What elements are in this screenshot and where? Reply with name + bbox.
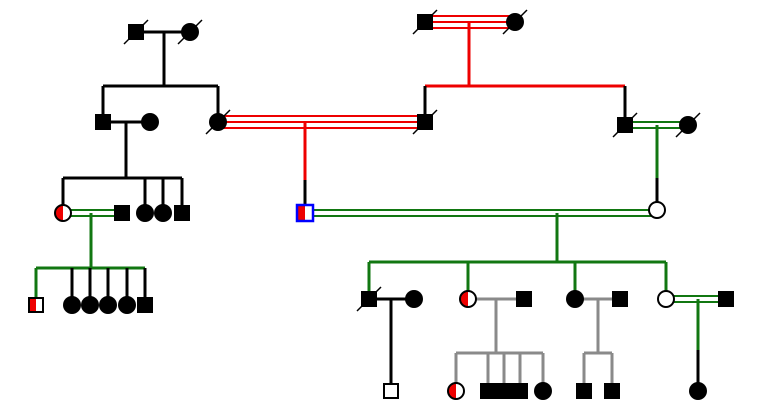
female-affected[interactable] <box>99 296 117 314</box>
female-unaffected[interactable] <box>648 201 666 219</box>
female-affected[interactable] <box>118 296 136 314</box>
female-affected[interactable] <box>566 290 584 308</box>
male-affected[interactable] <box>480 383 496 399</box>
male-affected[interactable] <box>612 291 628 307</box>
line-couple-g2-left <box>61 120 184 213</box>
male-carrier-red[interactable] <box>28 297 44 313</box>
male-affected[interactable] <box>718 291 734 307</box>
male-unaffected[interactable] <box>383 383 399 399</box>
line-couple-g1-left <box>101 30 220 122</box>
line-couple-g1-right <box>423 15 627 125</box>
male-affected[interactable] <box>137 297 153 313</box>
female-affected[interactable] <box>405 290 423 308</box>
male-affected-deceased[interactable] <box>412 109 438 135</box>
male-affected[interactable] <box>95 114 111 130</box>
male-affected[interactable] <box>604 383 620 399</box>
female-affected-deceased[interactable] <box>177 19 203 45</box>
pedigree-lines <box>34 15 726 391</box>
pedigree-individuals <box>28 9 734 400</box>
proband-male-carrier[interactable] <box>295 203 315 223</box>
line-couple-g4-3 <box>575 297 620 391</box>
female-carrier-red[interactable] <box>459 290 477 308</box>
female-affected-deceased[interactable] <box>205 109 231 135</box>
female-affected-deceased[interactable] <box>675 112 701 138</box>
female-affected[interactable] <box>689 382 707 400</box>
male-affected[interactable] <box>114 205 130 221</box>
female-affected-deceased[interactable] <box>502 9 528 35</box>
female-affected[interactable] <box>154 204 172 222</box>
male-affected[interactable] <box>174 205 190 221</box>
male-affected[interactable] <box>496 383 512 399</box>
line-couple-g2-middle <box>218 115 425 213</box>
female-affected[interactable] <box>141 113 159 131</box>
male-affected[interactable] <box>516 291 532 307</box>
female-affected[interactable] <box>63 296 81 314</box>
male-affected-deceased[interactable] <box>356 286 382 312</box>
male-affected-deceased[interactable] <box>412 9 438 35</box>
line-couple-g4-4 <box>666 295 726 391</box>
line-couple-g3-main <box>305 209 668 299</box>
line-couple-g3-left <box>34 209 147 305</box>
line-couple-g4-1 <box>369 297 414 391</box>
female-affected[interactable] <box>81 296 99 314</box>
line-couple-g4-2 <box>454 297 545 391</box>
male-affected-deceased[interactable] <box>123 19 149 45</box>
male-affected-deceased[interactable] <box>612 112 638 138</box>
female-unaffected[interactable] <box>657 290 675 308</box>
female-carrier-red[interactable] <box>54 204 72 222</box>
female-carrier-red[interactable] <box>447 382 465 400</box>
female-affected[interactable] <box>534 382 552 400</box>
male-affected[interactable] <box>512 383 528 399</box>
female-affected[interactable] <box>136 204 154 222</box>
male-affected[interactable] <box>576 383 592 399</box>
